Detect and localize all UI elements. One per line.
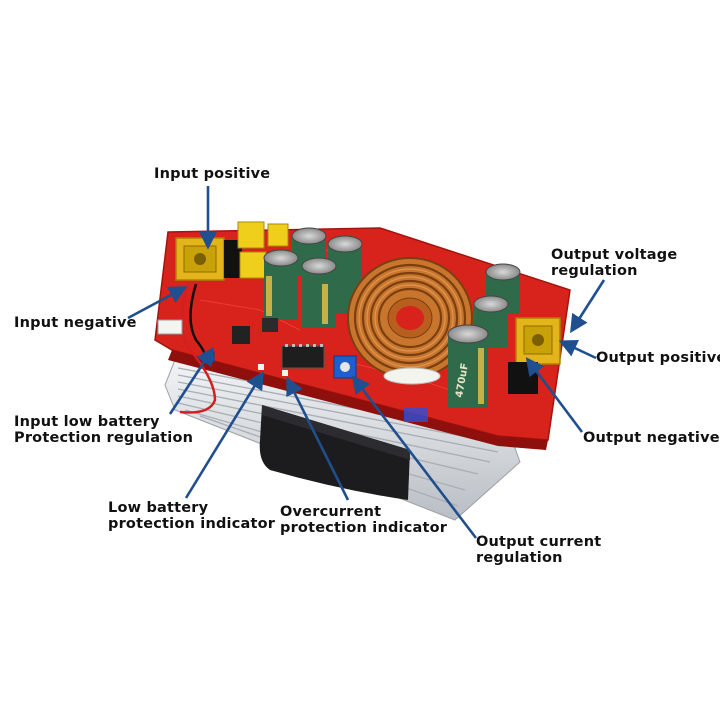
label-output-current-line1: Output current bbox=[476, 534, 602, 550]
arrow-low-battery-indicator bbox=[184, 370, 264, 499]
cooling-fan bbox=[259, 405, 410, 500]
yellow-components bbox=[237, 221, 289, 279]
capacitor-group-right: 470uF bbox=[447, 263, 521, 408]
arrow-input-low-battery bbox=[168, 346, 214, 415]
label-output-negative: Output negative bbox=[583, 430, 720, 446]
label-output-positive: Output positive bbox=[596, 350, 720, 366]
label-input-low-battery-line2: Protection regulation bbox=[14, 430, 194, 446]
arrow-output-voltage bbox=[570, 279, 606, 334]
arrow-input-negative bbox=[127, 286, 188, 320]
label-output-voltage-line1: Output voltage bbox=[551, 247, 678, 263]
arrow-overcurrent-indicator bbox=[286, 376, 350, 501]
label-low-battery-indicator-line1: Low battery bbox=[108, 500, 209, 516]
label-low-battery-indicator-line2: protection indicator bbox=[108, 516, 276, 532]
pointer-arrows bbox=[127, 186, 606, 539]
label-input-low-battery-line1: Input low battery bbox=[14, 414, 160, 430]
label-input-negative: Input negative bbox=[14, 315, 137, 331]
toroidal-inductor bbox=[347, 257, 473, 385]
arrow-output-current bbox=[351, 375, 478, 539]
label-input-positive: Input positive bbox=[154, 166, 271, 182]
label-overcurrent-indicator-line2: protection indicator bbox=[280, 520, 448, 536]
label-output-current-line2: regulation bbox=[476, 550, 563, 566]
arrow-output-negative bbox=[525, 357, 584, 433]
input-terminal bbox=[175, 237, 242, 281]
jst-connector bbox=[157, 319, 183, 335]
arrow-output-positive bbox=[558, 339, 597, 360]
output-terminal bbox=[508, 317, 561, 394]
label-output-voltage-line2: regulation bbox=[551, 263, 638, 279]
label-overcurrent-indicator-line1: Overcurrent bbox=[280, 504, 382, 520]
